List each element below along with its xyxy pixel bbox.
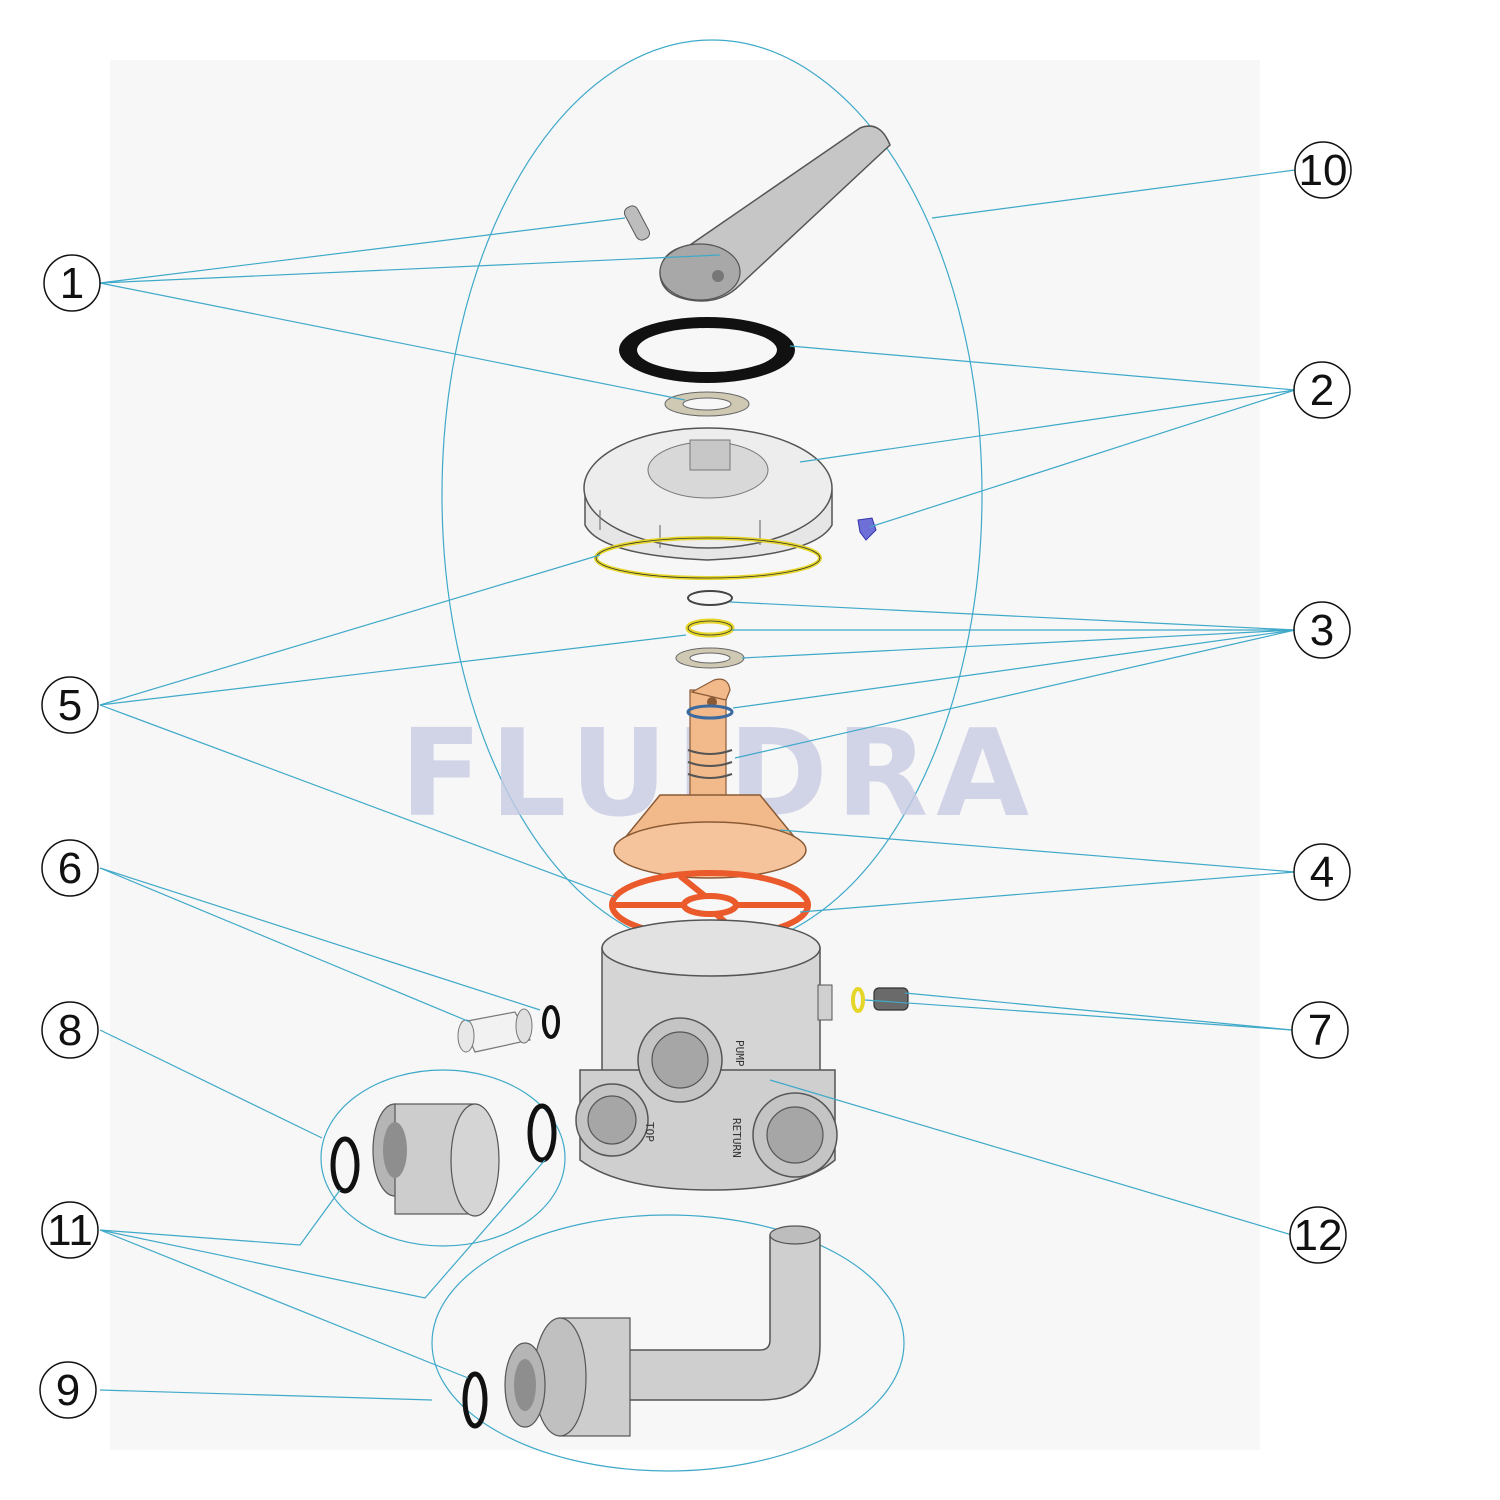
drain-plug <box>457 1008 533 1053</box>
port-label-return: RETURN <box>730 1118 743 1158</box>
svg-text:12: 12 <box>1294 1211 1343 1260</box>
elbow-o-ring <box>462 1371 488 1429</box>
handle-pin <box>623 205 651 241</box>
callout-12: 12 <box>1289 1206 1347 1264</box>
group-8-ellipse <box>320 1069 566 1247</box>
svg-text:9: 9 <box>56 1366 80 1415</box>
valve-body: PUMP RETURN TOP <box>575 919 838 1191</box>
cover-gasket <box>619 317 795 383</box>
cover-screw <box>857 517 877 541</box>
union-o-ring-left <box>330 1136 360 1194</box>
group-9-ellipse <box>431 1214 905 1472</box>
callout-11: 11 <box>41 1201 99 1259</box>
sight-glass <box>851 987 909 1013</box>
port-label-pump: PUMP <box>733 1040 746 1067</box>
svg-text:4: 4 <box>1310 848 1334 897</box>
port-label-top: TOP <box>643 1122 656 1142</box>
valve-cover <box>583 427 833 561</box>
union-o-ring-right <box>527 1103 557 1163</box>
svg-text:1: 1 <box>60 259 84 308</box>
callout-7: 7 <box>1291 1001 1349 1059</box>
valve-rotor <box>613 678 807 879</box>
callout-4: 4 <box>1293 843 1351 901</box>
valve-handle <box>659 125 891 302</box>
svg-text:8: 8 <box>58 1006 82 1055</box>
callout-3: 3 <box>1293 601 1351 659</box>
callout-8: 8 <box>41 1001 99 1059</box>
shaft-washer <box>675 647 745 669</box>
callout-5: 5 <box>41 676 99 734</box>
shaft-ring-1 <box>687 590 733 606</box>
washer-top <box>664 391 750 417</box>
svg-text:5: 5 <box>58 681 82 730</box>
svg-text:10: 10 <box>1299 146 1348 195</box>
svg-text:3: 3 <box>1310 606 1334 655</box>
drain-plug-o-ring <box>542 1005 560 1039</box>
svg-text:6: 6 <box>58 844 82 893</box>
union-connector <box>372 1103 500 1217</box>
callout-2: 2 <box>1293 361 1351 419</box>
elbow-connector <box>504 1225 821 1437</box>
callout-6: 6 <box>41 839 99 897</box>
callout-10: 10 <box>1294 141 1352 199</box>
svg-text:11: 11 <box>47 1206 93 1255</box>
svg-text:7: 7 <box>1308 1006 1332 1055</box>
svg-text:2: 2 <box>1310 366 1334 415</box>
leader-lines <box>99 169 1296 1401</box>
callout-1: 1 <box>43 254 101 312</box>
callout-9: 9 <box>39 1361 97 1419</box>
